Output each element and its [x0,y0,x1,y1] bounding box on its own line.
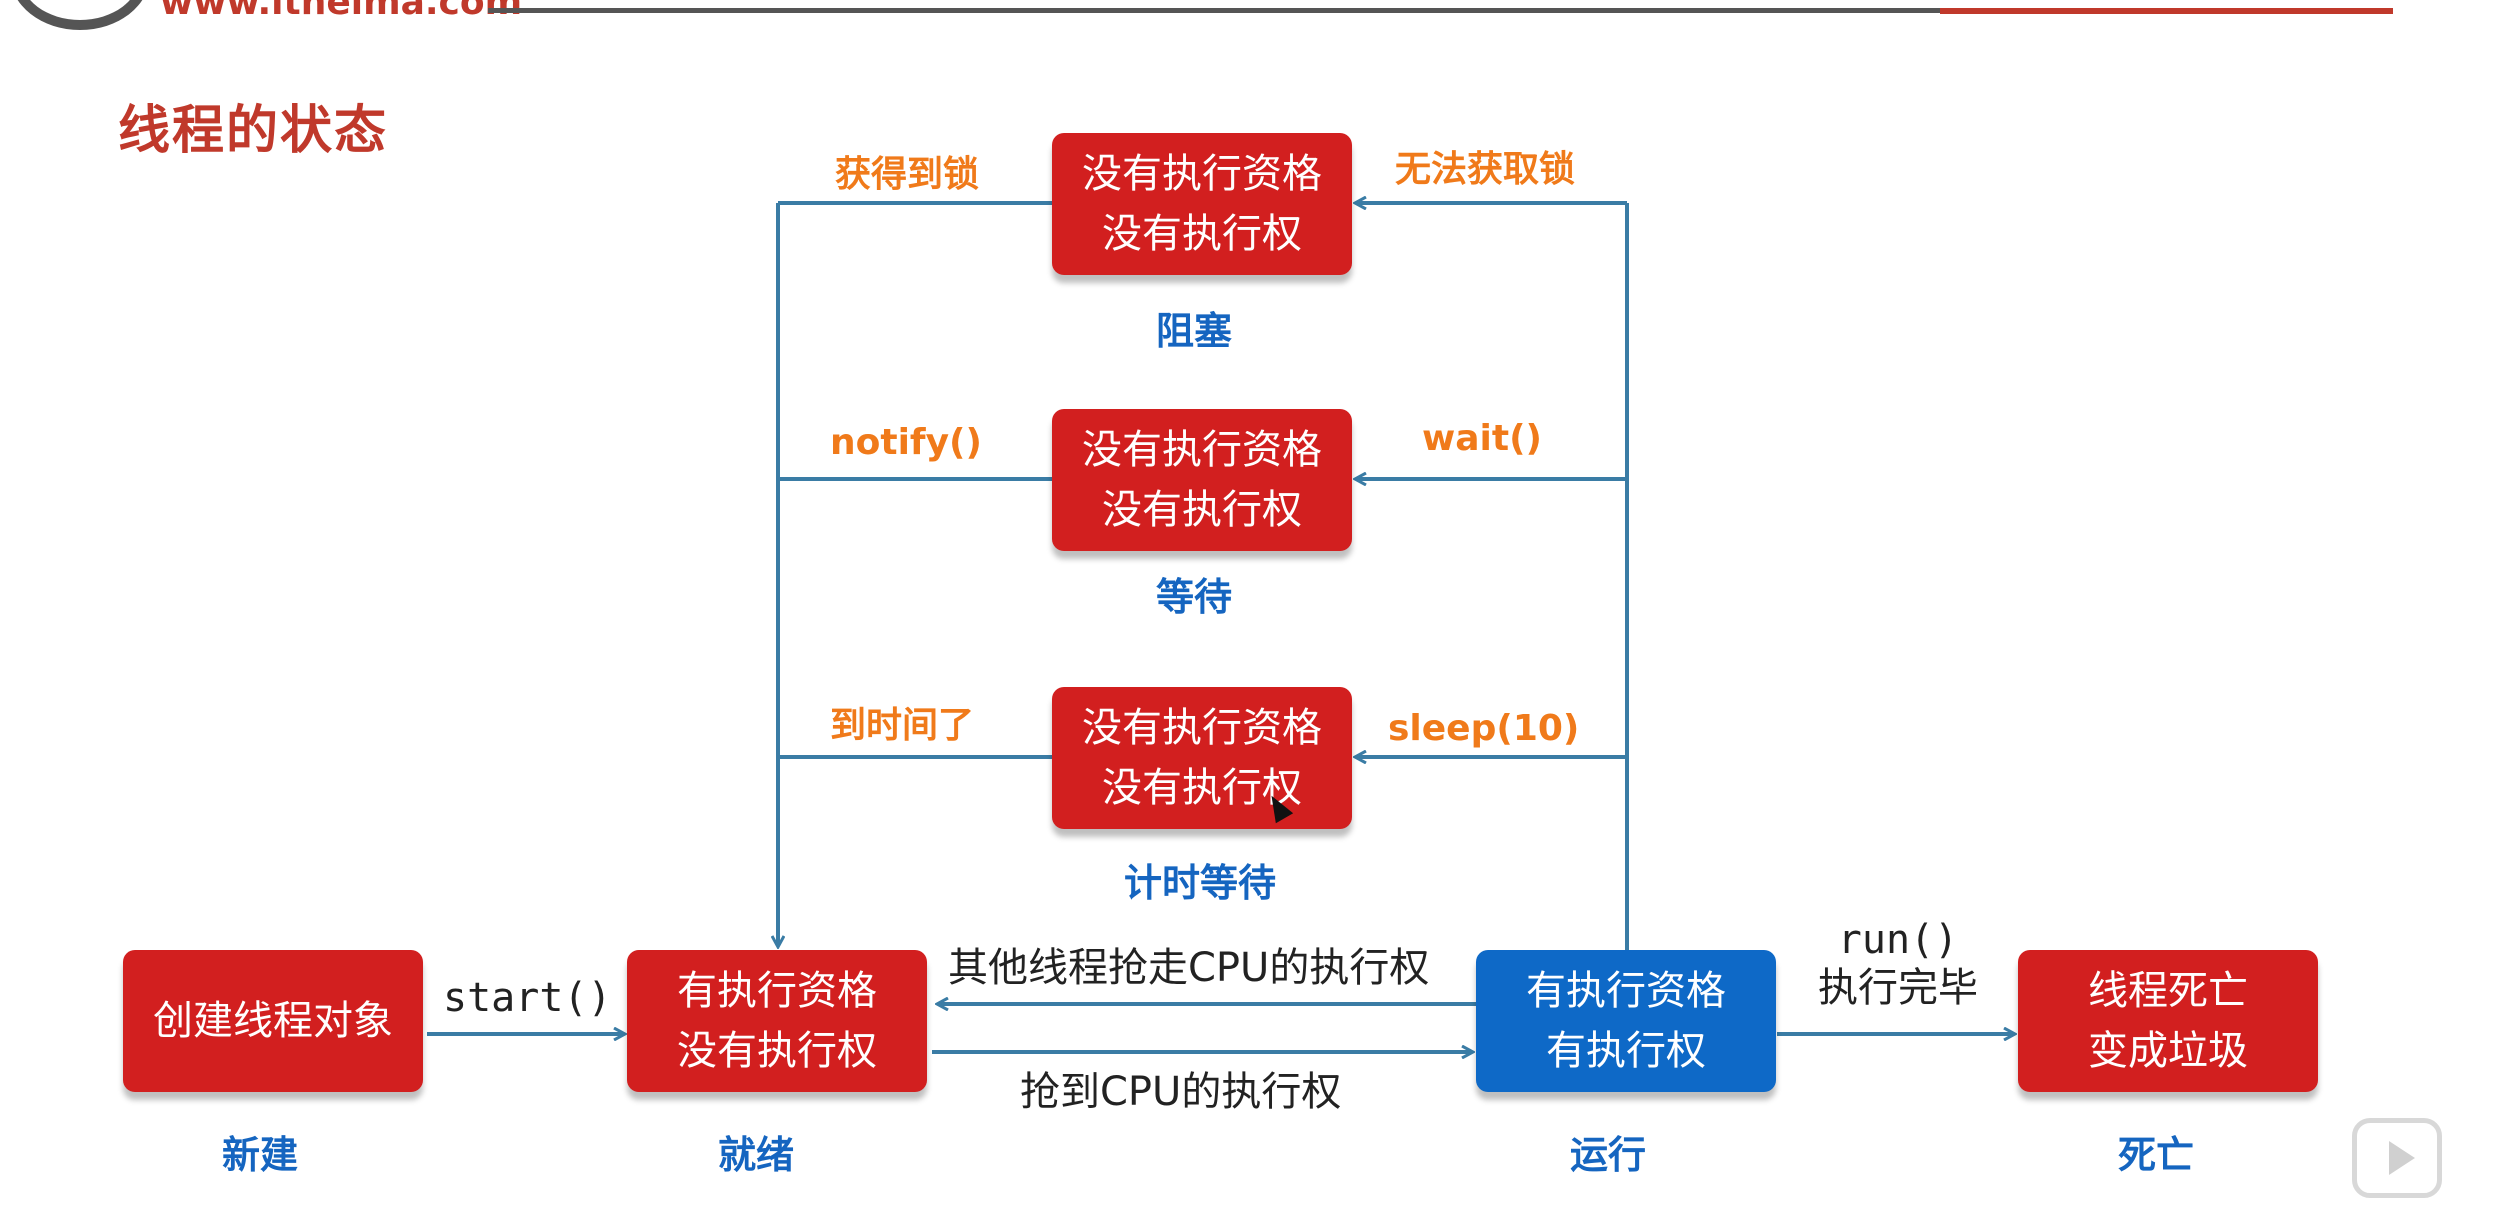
label-start: start() [443,975,612,1021]
ready-label: 就绪 [718,1133,795,1177]
label-run-done-line-2: 执行完毕 [1818,965,1978,1011]
running-box: 有执行资格 有执行权 [1476,950,1776,1092]
running-line-1: 有执行资格 [1526,968,1726,1014]
ready-box: 有执行资格 没有执行权 [627,950,927,1092]
waiting-label: 等待 [1156,575,1233,619]
header-url: www.itheima.com [160,0,523,23]
dead-line-1: 线程死亡 [2088,968,2248,1014]
label-wait: wait() [1422,418,1543,459]
label-notify: notify() [830,422,982,463]
waiting-line-2: 没有执行权 [1102,487,1302,533]
video-play-icon[interactable] [2352,1118,2442,1198]
ready-line-1: 有执行资格 [677,968,877,1014]
blocked-line-2: 没有执行权 [1102,211,1302,257]
label-run-done: run() 执行完毕 [1808,916,1988,1012]
timed-waiting-label: 计时等待 [1124,861,1277,905]
waiting-box: 没有执行资格 没有执行权 [1052,409,1352,551]
ready-line-2: 没有执行权 [677,1028,877,1074]
label-cannot-get-lock: 无法获取锁 [1395,149,1576,190]
running-label: 运行 [1570,1133,1647,1177]
page-title: 线程的状态 [118,101,389,161]
timed-waiting-box: 没有执行资格 没有执行权 [1052,687,1352,829]
dead-label: 死亡 [2118,1133,2195,1177]
running-line-2: 有执行权 [1546,1028,1706,1074]
dead-line-2: 变成垃圾 [2088,1028,2248,1074]
blocked-line-1: 没有执行资格 [1082,151,1322,197]
timed-waiting-line-1: 没有执行资格 [1082,705,1322,751]
new-line-1: 创建线程对象 [153,998,393,1044]
blocked-label: 阻塞 [1156,309,1233,353]
label-run-done-line-1: run() [1837,917,1959,963]
label-time-up: 到时间了 [830,705,975,746]
label-sleep: sleep(10) [1388,708,1580,749]
header-divider [488,8,1940,13]
label-preempted: 其他线程抢走CPU的执行权 [948,945,1430,991]
blocked-box: 没有执行资格 没有执行权 [1052,133,1352,275]
label-get-lock: 获得到锁 [835,154,980,195]
waiting-line-1: 没有执行资格 [1082,427,1322,473]
new-label: 新建 [222,1133,299,1177]
header-divider-accent [1940,8,2393,14]
dead-box: 线程死亡 变成垃圾 [2018,950,2318,1092]
new-box: 创建线程对象 [123,950,423,1092]
timed-waiting-line-2: 没有执行权 [1102,765,1302,811]
label-got-cpu: 抢到CPU的执行权 [1020,1069,1342,1115]
